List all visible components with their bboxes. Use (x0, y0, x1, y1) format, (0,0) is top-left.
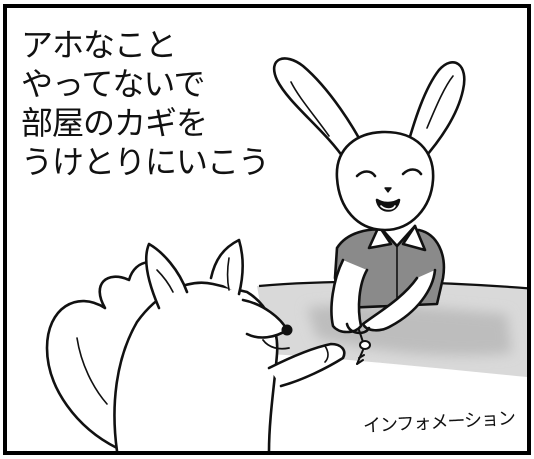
narration-line: アホなこと (21, 26, 177, 64)
comic-artwork (45, 57, 527, 451)
fox-character (45, 238, 346, 451)
rabbit-head (335, 130, 435, 232)
fox-left-ear (144, 242, 189, 310)
narration-text: アホなこと やってないで 部屋のカギを うけとりにいこう (21, 26, 270, 182)
fox-right-ear (209, 238, 245, 296)
fox-nose (281, 324, 293, 336)
narration-line: うけとりにいこう (21, 143, 270, 181)
fox-arm (267, 342, 346, 388)
rabbit-right-eye (401, 168, 423, 176)
rabbit-left-ear (272, 57, 369, 162)
room-key (356, 329, 371, 365)
comic-panel: アホなこと やってないで 部屋のカギを うけとりにいこう インフォメーション (3, 4, 531, 455)
rabbit-receptionist (272, 57, 466, 335)
narration-line: やってないで (21, 65, 205, 103)
fox-body (113, 281, 279, 451)
narration-line: 部屋のカギを (21, 104, 208, 142)
fox-tail (45, 260, 173, 450)
rabbit-left-eye (355, 170, 377, 178)
